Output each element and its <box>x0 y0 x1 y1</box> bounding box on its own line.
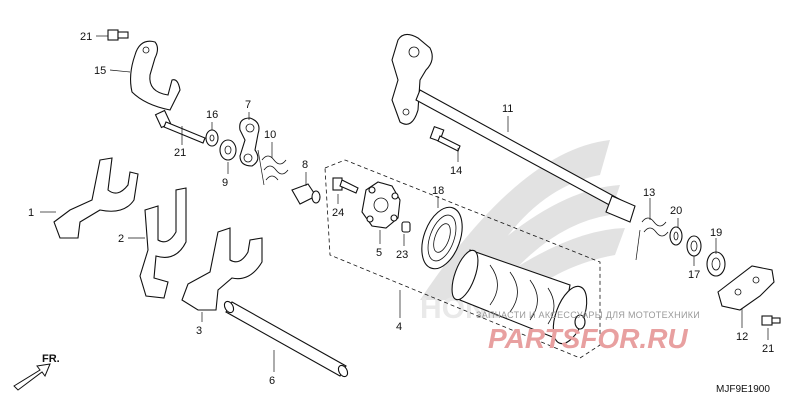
part-2-shift-fork <box>139 187 187 299</box>
part-24-bolt <box>332 177 359 194</box>
callout-15: 15 <box>94 65 106 77</box>
callout-20: 20 <box>670 205 682 217</box>
callout-18: 18 <box>432 185 444 197</box>
callout-12: 12 <box>736 331 748 343</box>
watermark-logo-text: PARTSFOR.RU <box>488 323 688 354</box>
part-21-bolt-top <box>107 29 129 41</box>
callout-10: 10 <box>264 129 276 141</box>
part-6-fork-shaft <box>223 300 349 378</box>
leader-lines <box>40 35 769 372</box>
callout-24: 24 <box>332 207 344 219</box>
part-16-washer <box>205 129 219 147</box>
part-14-bolt <box>429 125 461 152</box>
part-21-bolt-bottom <box>761 315 781 326</box>
callout-1: 1 <box>28 207 34 219</box>
front-direction-arrow: FR. <box>13 353 60 391</box>
part-23-dowel <box>401 221 411 233</box>
part-22-bolt <box>154 109 206 144</box>
watermark-site-text: ЗАПЧАСТИ И АКСЕССУАРЫ ДЛЯ МОТОТЕХНИКИ <box>476 310 700 320</box>
part-13-spring <box>635 217 669 261</box>
callout-21-bottom: 21 <box>762 343 774 355</box>
callout-16: 16 <box>206 109 218 121</box>
callouts: 21 15 21 16 7 9 10 8 24 5 23 18 4 1 2 3 … <box>28 31 774 387</box>
part-7-stopper-arm <box>239 117 260 167</box>
part-11-shift-spindle <box>391 33 636 223</box>
callout-7: 7 <box>245 99 251 111</box>
callout-2: 2 <box>118 233 124 245</box>
part-19-oil-seal <box>706 251 726 277</box>
part-18-bearing <box>421 206 463 270</box>
part-3-shift-fork <box>181 227 263 311</box>
part-9-collar <box>219 139 237 161</box>
callout-13: 13 <box>643 187 655 199</box>
callout-9: 9 <box>222 177 228 189</box>
callout-19: 19 <box>710 227 722 239</box>
callout-22: 21 <box>174 147 186 159</box>
part-20-washer <box>669 226 683 246</box>
part-8-pin <box>291 183 321 205</box>
callout-14: 14 <box>450 165 462 177</box>
callout-21-top: 21 <box>80 31 92 43</box>
assembly-outline-4 <box>324 159 601 359</box>
direction-label: FR. <box>42 353 60 365</box>
callout-3: 3 <box>196 325 202 337</box>
callout-11: 11 <box>502 103 513 115</box>
diagram-code: MJF9E1900 <box>716 384 770 395</box>
callout-5: 5 <box>376 247 382 259</box>
callout-23: 23 <box>396 249 408 261</box>
callout-6: 6 <box>269 375 275 387</box>
part-1-shift-fork <box>53 157 139 239</box>
callout-17: 17 <box>688 269 700 281</box>
part-5-star-plate <box>361 181 401 229</box>
callout-4: 4 <box>396 321 402 333</box>
part-10-spring <box>257 149 289 186</box>
part-17-circlip <box>686 235 702 257</box>
callout-8: 8 <box>302 159 308 171</box>
part-15-bracket <box>129 40 181 111</box>
part-4-shift-drum <box>451 249 588 345</box>
part-12-plate <box>717 265 775 311</box>
